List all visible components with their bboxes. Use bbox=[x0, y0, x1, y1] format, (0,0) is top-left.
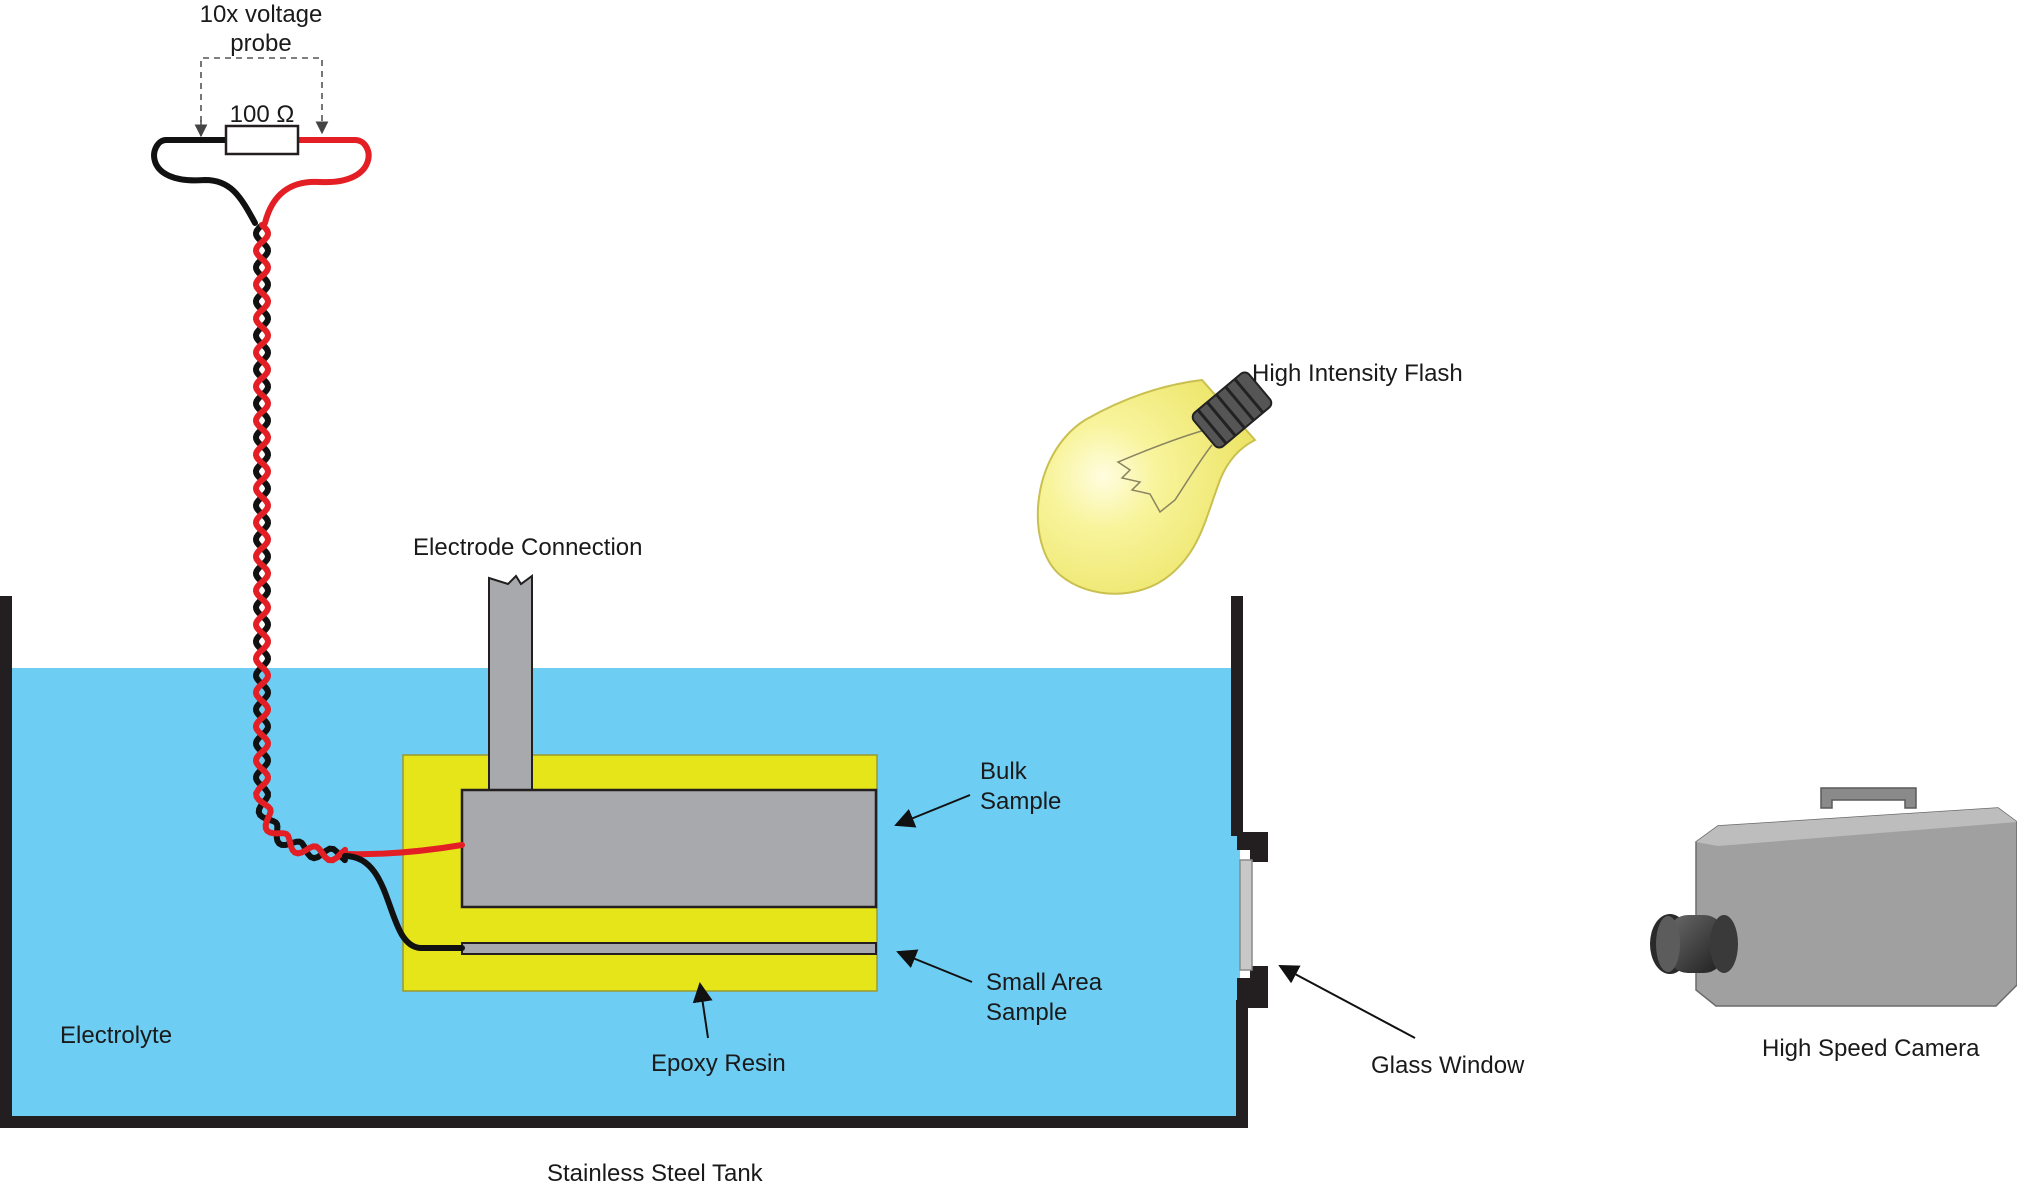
electrode-connection-label: Electrode Connection bbox=[413, 534, 642, 561]
epoxy-resin-pointer bbox=[692, 982, 713, 1039]
bulk-sample bbox=[460, 788, 878, 909]
small-area-label-line1: Small Area bbox=[986, 969, 1103, 996]
glass-window-pointer bbox=[1278, 965, 1416, 1039]
small-area-pointer bbox=[896, 949, 973, 983]
window-frame-top bbox=[1237, 832, 1268, 862]
electrolyte-label: Electrolyte bbox=[60, 1022, 172, 1049]
window-frame-bottom bbox=[1237, 966, 1268, 1008]
epoxy-resin-label: Epoxy Resin bbox=[651, 1050, 786, 1077]
high-speed-camera bbox=[1650, 787, 2017, 1007]
small-area-label-line2: Sample bbox=[986, 999, 1067, 1026]
flash-label: High Intensity Flash bbox=[1252, 360, 1463, 387]
electrode-connection-rod bbox=[488, 574, 533, 791]
high-intensity-flash-bulb bbox=[1036, 371, 1273, 595]
small-area-sample bbox=[461, 942, 877, 955]
probe-label-line2: probe bbox=[230, 30, 291, 57]
resistor-100-ohm bbox=[224, 124, 300, 156]
bulk-sample-label-line1: Bulk bbox=[980, 758, 1028, 785]
tank-label: Stainless Steel Tank bbox=[547, 1160, 764, 1187]
twisted-pair-wire bbox=[151, 137, 465, 951]
resistor-label: 100 Ω bbox=[230, 101, 295, 128]
bulk-sample-label-line2: Sample bbox=[980, 788, 1061, 815]
glass-window bbox=[1239, 859, 1253, 971]
glass-window-label: Glass Window bbox=[1371, 1052, 1525, 1079]
stainless-steel-tank bbox=[0, 596, 1248, 1128]
voltage-probe-lead bbox=[200, 57, 329, 135]
probe-label-line1: 10x voltage bbox=[200, 1, 323, 28]
camera-label: High Speed Camera bbox=[1762, 1035, 1980, 1062]
bulk-sample-pointer bbox=[894, 794, 971, 828]
